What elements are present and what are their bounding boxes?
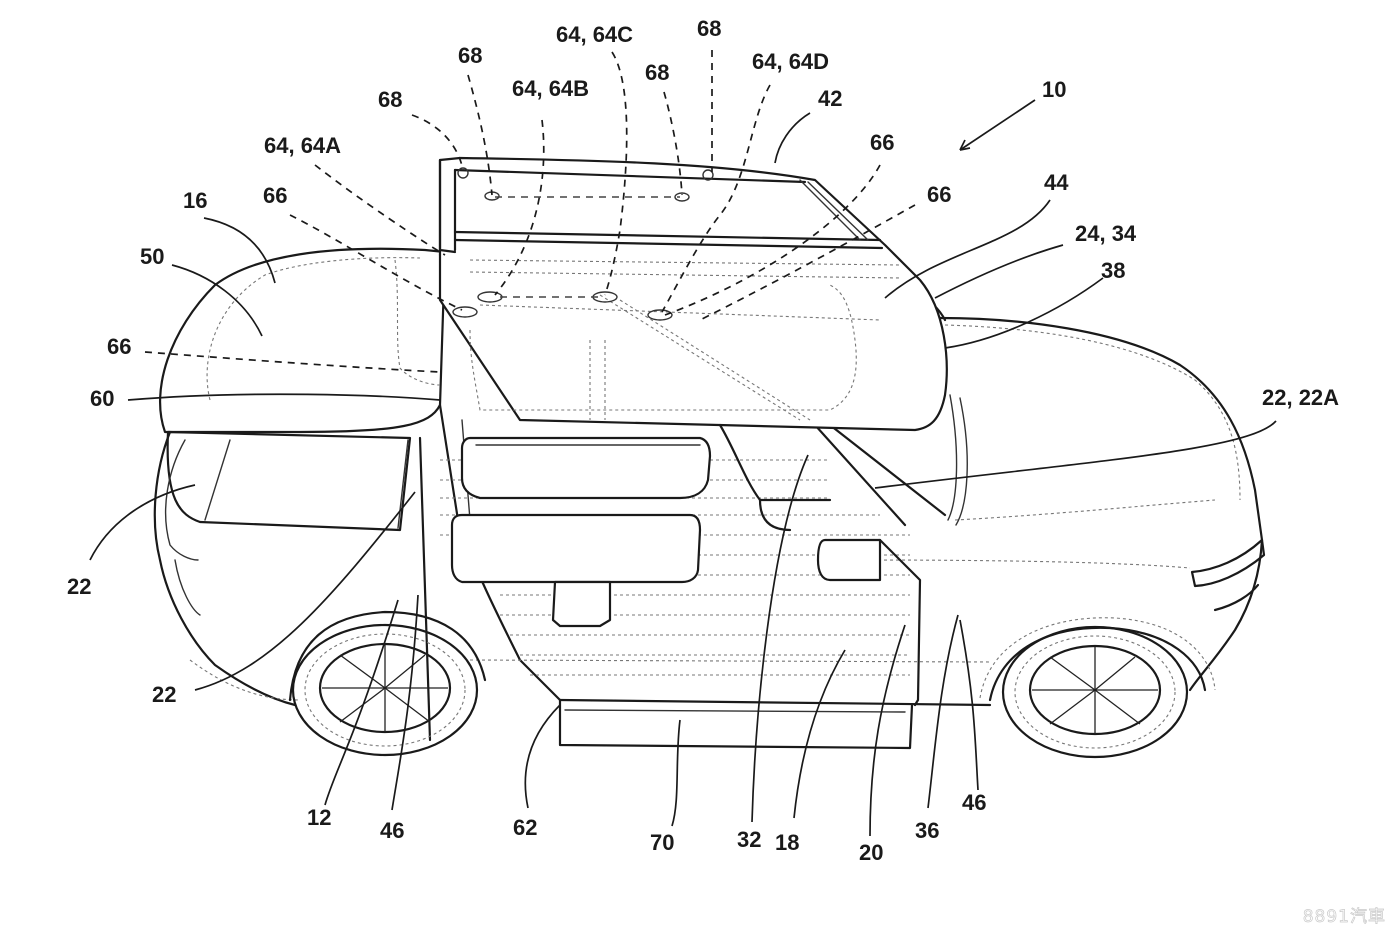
rear-body-side: [153, 430, 297, 707]
leader-2434: [934, 244, 1064, 299]
label-32: 32: [737, 827, 761, 852]
seat-cushion: [450, 513, 702, 584]
leader-22a: [874, 420, 1277, 489]
sliding-roof-panel: [438, 156, 948, 432]
reference-labels: 68 64, 64C 68 68 64, 64B 68 64, 64D 42 1…: [67, 16, 1339, 865]
label-66: 66: [107, 334, 131, 359]
roof-panel-44: [438, 156, 948, 432]
label-62: 62: [513, 815, 537, 840]
leader-60: [127, 393, 441, 401]
label-64-64c: 64, 64C: [556, 22, 633, 47]
seat-base: [551, 580, 612, 628]
label-12: 12: [307, 805, 331, 830]
label-22-22a: 22, 22A: [1262, 385, 1339, 410]
front-body: [938, 316, 1264, 692]
leader-12: [324, 599, 399, 806]
label-36: 36: [915, 818, 939, 843]
rear-side-window: [166, 430, 412, 532]
label-50: 50: [140, 244, 164, 269]
label-60: 60: [90, 386, 114, 411]
label-16: 16: [183, 188, 207, 213]
label-20: 20: [859, 840, 883, 865]
label-22: 22: [67, 574, 91, 599]
rear-wheel: [288, 610, 487, 757]
label-68: 68: [458, 43, 482, 68]
leader-16: [203, 217, 276, 284]
label-64-64a: 64, 64A: [264, 133, 341, 158]
leader-68b: [467, 74, 493, 196]
label-46: 46: [962, 790, 986, 815]
leader-68c: [663, 91, 683, 196]
headlight: [1190, 538, 1266, 588]
leader-42: [774, 112, 811, 164]
leader-18: [793, 649, 846, 819]
label-10: 10: [1042, 77, 1066, 102]
rear-seat-cushion: [460, 436, 712, 500]
leader-64d: [661, 84, 771, 313]
leader-32: [751, 454, 809, 823]
label-18: 18: [775, 830, 799, 855]
rear-canopy: [158, 247, 447, 434]
label-66: 66: [263, 183, 287, 208]
leader-22l: [89, 484, 196, 561]
label-42: 42: [818, 86, 842, 111]
label-70: 70: [650, 830, 674, 855]
leader-lines: [89, 50, 1277, 837]
label-68: 68: [645, 60, 669, 85]
console-bin: [816, 538, 882, 582]
leader-46b: [959, 619, 979, 791]
leader-70: [671, 719, 681, 827]
leader-66d: [144, 351, 441, 373]
label-38: 38: [1101, 258, 1125, 283]
label-68: 68: [378, 87, 402, 112]
leader-66b: [664, 164, 881, 316]
leader-46a: [391, 594, 419, 811]
leader-22m: [194, 491, 416, 691]
label-68: 68: [697, 16, 721, 41]
leader-10: [959, 99, 1036, 151]
leader-50: [171, 264, 263, 337]
leader-64b: [494, 119, 545, 296]
label-44: 44: [1044, 170, 1069, 195]
watermark-logo: 8891汽車: [1302, 907, 1386, 928]
leader-44: [884, 199, 1051, 299]
leader-38: [944, 277, 1104, 349]
leader-36: [927, 614, 959, 809]
label-64-64b: 64, 64B: [512, 76, 589, 101]
leader-66a: [289, 214, 463, 311]
label-64-64d: 64, 64D: [752, 49, 829, 74]
leader-64a: [314, 164, 446, 256]
leader-68a: [411, 114, 464, 171]
label-24-34: 24, 34: [1075, 221, 1137, 246]
label-22: 22: [152, 682, 176, 707]
label-46: 46: [380, 818, 404, 843]
vehicle-interior: [440, 423, 922, 750]
arrow-10: [959, 139, 971, 151]
leader-20: [869, 624, 906, 837]
leader-64c: [604, 51, 628, 296]
label-66: 66: [870, 130, 894, 155]
front-wheel: [1001, 625, 1189, 759]
label-66: 66: [927, 182, 951, 207]
leader-62: [524, 704, 561, 809]
